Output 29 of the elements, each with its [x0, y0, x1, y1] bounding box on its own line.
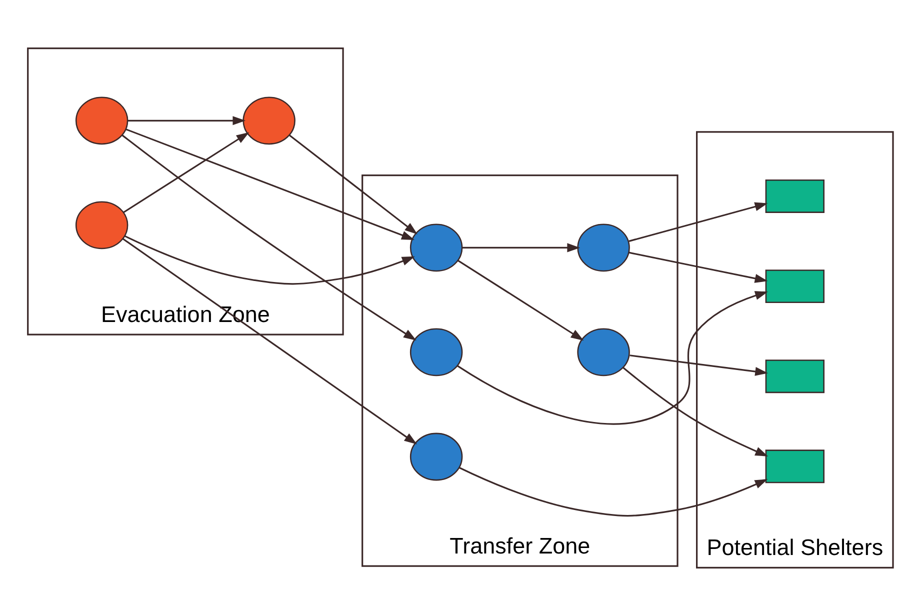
arrow [123, 132, 250, 214]
node-circle [75, 201, 128, 250]
node-circle [577, 224, 630, 272]
arrow [126, 128, 414, 240]
arrow [459, 467, 768, 517]
arrow [457, 291, 768, 425]
arrow [628, 202, 768, 242]
node-circle [577, 328, 630, 376]
node-circle [410, 432, 463, 481]
cluster: Transfer Zone [362, 174, 678, 567]
node-box [765, 270, 824, 304]
node-circle [75, 96, 128, 145]
arrow [122, 238, 418, 444]
arrow [622, 367, 768, 456]
node-circle [410, 224, 463, 272]
arrow [124, 235, 415, 285]
node-box [765, 180, 824, 213]
node-circle [410, 328, 463, 376]
node-box [765, 360, 824, 394]
arrow [128, 116, 246, 126]
node-circle [242, 96, 296, 145]
arrow [458, 260, 584, 341]
node-box [765, 450, 824, 484]
arrow [289, 134, 418, 234]
arrow [628, 252, 768, 283]
cluster: Potential Shelters [696, 131, 894, 568]
arrow [462, 243, 580, 252]
arrow [630, 354, 768, 376]
arrow [122, 134, 416, 341]
